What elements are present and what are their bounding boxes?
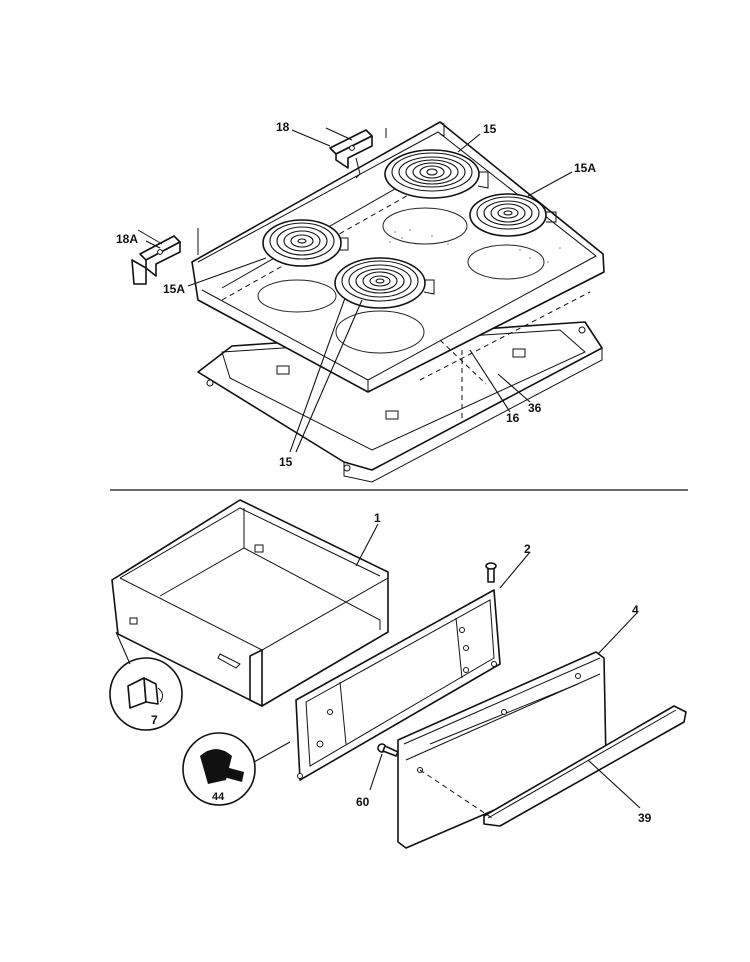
- label-2: 2: [524, 542, 531, 556]
- burner-small-left: [262, 219, 349, 267]
- leader-lines-bottom: [355, 523, 641, 809]
- label-39: 39: [638, 811, 652, 825]
- screw-2: [485, 562, 497, 583]
- label-15-bottom: 15: [279, 455, 293, 469]
- label-18: 18: [276, 120, 290, 134]
- label-15a-right: 15A: [574, 161, 596, 175]
- label-44: 44: [212, 791, 225, 803]
- label-60: 60: [356, 795, 370, 809]
- burner-large-rear: [384, 149, 489, 199]
- bracket-18a: [131, 229, 181, 285]
- label-4: 4: [632, 603, 639, 617]
- burner-large-front: [334, 257, 435, 309]
- screw-60: [377, 743, 399, 757]
- front-trim: [367, 271, 605, 393]
- label-1: 1: [374, 511, 381, 525]
- drawer-inner-panel: [295, 589, 501, 781]
- label-16: 16: [506, 411, 520, 425]
- leader-lines-top: [145, 129, 573, 453]
- drawer-body: [111, 499, 389, 707]
- label-36: 36: [528, 401, 542, 415]
- support-frame: [197, 321, 603, 483]
- label-7: 7: [151, 713, 158, 727]
- bracket-18: [325, 127, 373, 179]
- detail-clip-7: [109, 631, 183, 731]
- burner-small-right: [469, 193, 557, 237]
- detail-screw-44: [182, 732, 291, 806]
- label-18a: 18A: [116, 232, 138, 246]
- label-15-top: 15: [483, 122, 497, 136]
- label-15a-left: 15A: [163, 282, 185, 296]
- drawer-handle: [419, 705, 687, 827]
